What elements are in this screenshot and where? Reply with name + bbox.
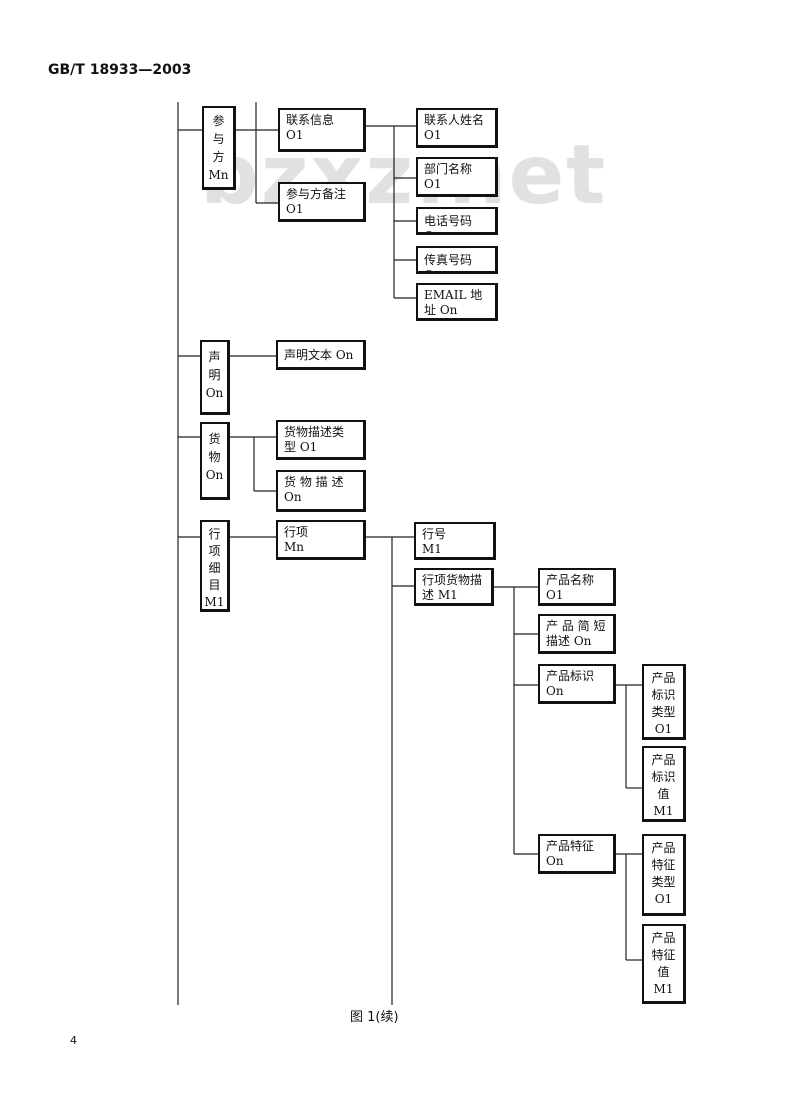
node-fax: 传真号码 On [416,246,498,274]
node-product-name: 产品名称 O1 [538,568,616,606]
node-statement-text: 声明文本 On [276,340,366,370]
node-department: 部门名称 O1 [416,157,498,197]
node-participant: 参 与 方 Mn [202,106,236,190]
node-phone: 电话号码 On [416,207,498,235]
node-product-short-desc: 产 品 简 短 描述 On [538,614,616,654]
node-product-id-value: 产品 标识 值 M1 [642,746,686,822]
node-email: EMAIL 地 址 On [416,283,498,321]
node-goods: 货 物 On [200,422,230,500]
node-product-feature-type: 产品 特征 类型 O1 [642,834,686,916]
page-number: 4 [70,1034,77,1047]
watermark: bzxz.net [200,128,608,223]
standard-number: GB/T 18933—2003 [48,62,192,78]
node-goods-desc: 货 物 描 述 On [276,470,366,512]
node-line-goods-desc: 行项货物描 述 M1 [414,568,494,606]
node-participant-note: 参与方备注 O1 [278,182,366,222]
node-line-number: 行号 M1 [414,522,496,560]
node-contact-name: 联系人姓名 O1 [416,108,498,148]
node-line-detail: 行 项 细 目 M1 [200,520,230,612]
node-product-feature-value: 产品 特征 值 M1 [642,924,686,1004]
node-product-id-type: 产品 标识 类型 O1 [642,664,686,740]
figure-caption: 图 1(续) [350,1010,399,1025]
node-goods-desc-type: 货物描述类 型 O1 [276,420,366,460]
node-product-feature: 产品特征 On [538,834,616,874]
node-statement: 声 明 On [200,340,230,415]
node-contact-info: 联系信息 O1 [278,108,366,152]
node-product-id: 产品标识 On [538,664,616,704]
node-line-item: 行项 Mn [276,520,366,560]
